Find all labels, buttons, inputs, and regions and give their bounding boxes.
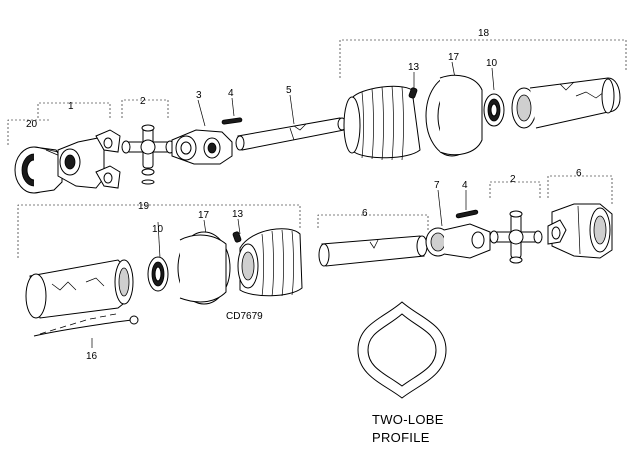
- part-20-guard-bearing: [14, 146, 63, 194]
- part-6-tractor-yoke: [547, 203, 613, 259]
- part-13-screw-top: [408, 87, 418, 99]
- part-10-bearing-ring-bottom: [147, 256, 169, 292]
- part-10-bearing-ring-top: [483, 93, 505, 127]
- leader-5: [289, 94, 295, 125]
- leader-10-bottom: [157, 221, 161, 259]
- callout-5: 5: [286, 85, 292, 96]
- part-19-inner-guard-tube: [25, 259, 134, 319]
- callout-20: 20: [26, 119, 38, 130]
- part-2-cross-bottom: [489, 210, 543, 264]
- leader-13-bottom: [237, 218, 241, 235]
- part-3-inner-yoke: [171, 129, 233, 165]
- callout-16: 16: [86, 351, 98, 362]
- leader-7: [437, 189, 443, 227]
- part-2-cross-top: [121, 124, 175, 185]
- callout-6-mid: 6: [362, 208, 368, 219]
- callout-4-top: 4: [228, 88, 234, 99]
- part-18-outer-guard-tube: [511, 77, 621, 129]
- bracket-2-top: [121, 99, 169, 118]
- part-17-cone-bottom: [177, 231, 231, 305]
- callout-2-bottom: 2: [510, 174, 516, 185]
- leader-10-top: [491, 67, 495, 91]
- callout-2-top: 2: [140, 96, 146, 107]
- part-7-yoke: [425, 223, 491, 259]
- part-6-outer-tube: [318, 235, 428, 267]
- two-lobe-profile-drawing: [357, 301, 447, 399]
- bracket-6-right: [547, 175, 613, 205]
- callout-13-bottom: 13: [232, 209, 244, 220]
- callout-1: 1: [68, 101, 74, 112]
- part-18-outer-guard-cone: [343, 85, 421, 161]
- callout-4-bottom: 4: [462, 180, 468, 191]
- profile-caption-line-1: TWO-LOBE: [372, 412, 444, 427]
- bracket-2-bottom: [489, 181, 541, 198]
- drawing-code: CD7679: [226, 311, 263, 322]
- callout-17-top: 17: [448, 52, 460, 63]
- part-5-inner-tube: [235, 117, 347, 151]
- bracket-19: [17, 204, 301, 258]
- callout-6-right: 6: [576, 168, 582, 179]
- callout-13-top: 13: [408, 62, 420, 73]
- callout-10-top: 10: [486, 58, 498, 69]
- callout-18: 18: [478, 28, 490, 39]
- part-13-screw-bottom: [232, 231, 242, 243]
- bracket-1: [37, 102, 111, 118]
- leader-3: [197, 99, 206, 127]
- part-1-yoke: [57, 129, 121, 189]
- bracket-20: [7, 119, 50, 145]
- leader-4-top: [231, 97, 235, 117]
- profile-caption-line-2: PROFILE: [372, 430, 430, 445]
- callout-10-bottom: 10: [152, 224, 164, 235]
- callout-19: 19: [138, 201, 150, 212]
- callout-3: 3: [196, 90, 202, 101]
- part-17-cone-top: [425, 74, 483, 157]
- bracket-18: [339, 39, 627, 78]
- bracket-6-mid: [317, 214, 429, 232]
- part-4-spring-pin-top: [221, 117, 243, 125]
- callout-17-bottom: 17: [198, 210, 210, 221]
- part-16-safety-chain: [33, 313, 139, 337]
- part-19-ribbed-guard-cone: [237, 228, 303, 297]
- callout-7: 7: [434, 180, 440, 191]
- part-4-spring-pin-bottom: [455, 209, 479, 219]
